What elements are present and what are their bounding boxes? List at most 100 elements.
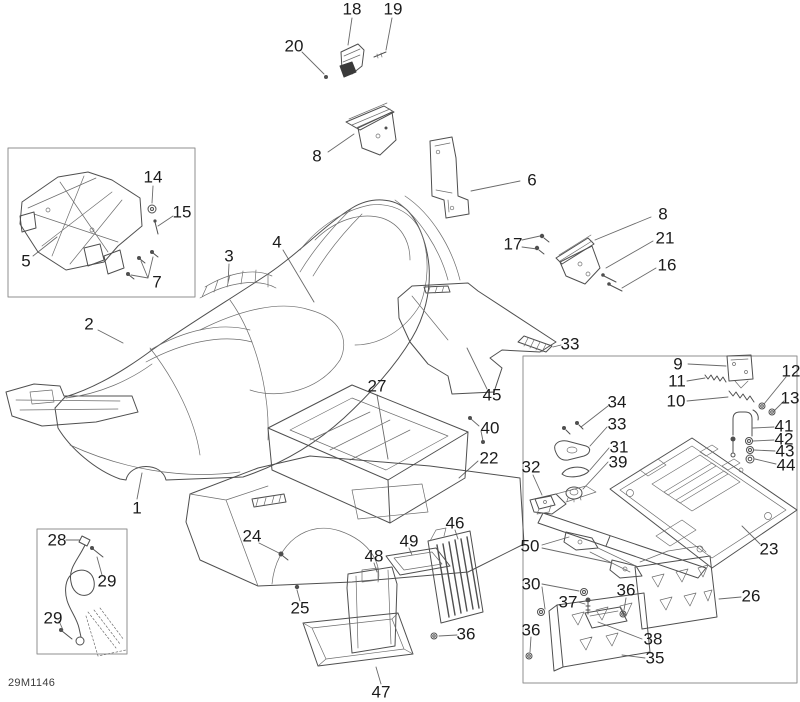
small-parts (534, 421, 591, 515)
part-33-grip-strip (517, 335, 553, 353)
detail-box-cable (36, 528, 128, 655)
part-6-plate (429, 136, 470, 219)
part-5-seat-frame (19, 171, 159, 280)
part-43-nut (746, 446, 754, 454)
part-41-rod (732, 411, 753, 437)
part-44-washer (745, 454, 755, 464)
callout-31: 31 (609, 437, 629, 457)
bottom-fasteners (278, 551, 438, 640)
callout-15: 15 (172, 202, 192, 222)
callout-43: 43 (775, 441, 795, 461)
part-21-bracket (559, 245, 601, 285)
part-47-tray (302, 612, 414, 667)
callout-36: 36 (521, 620, 541, 640)
part-15-pin (154, 221, 159, 235)
callout-37: 37 (558, 592, 578, 612)
part-14-washer (147, 204, 157, 214)
callout-6: 6 (527, 170, 537, 190)
part-22-base-shell (185, 455, 525, 587)
latch-hardware (704, 354, 776, 464)
callout-42: 42 (774, 429, 794, 449)
callout-19: 19 (383, 0, 403, 19)
callout-38: 38 (643, 629, 663, 649)
callout-13: 13 (780, 388, 800, 408)
callout-36: 36 (456, 624, 476, 644)
callout-10: 10 (666, 391, 686, 411)
callout-49: 49 (399, 531, 419, 551)
callout-9: 9 (673, 354, 683, 374)
callout-25: 25 (290, 598, 310, 618)
callout-24: 24 (242, 526, 262, 546)
callout-33: 33 (607, 414, 627, 434)
part-34-screws (562, 421, 584, 435)
callout-3: 3 (224, 246, 234, 266)
part-29-screw-lower (61, 630, 73, 640)
callout-14: 14 (143, 167, 163, 187)
part-17-screw-2 (534, 245, 540, 251)
callout-47: 47 (371, 682, 391, 702)
callout-2: 2 (84, 314, 94, 334)
part-25-screw (294, 584, 300, 590)
callout-5: 5 (21, 251, 31, 271)
part-18-bracket (324, 43, 387, 79)
part-17-screw-1 (539, 233, 545, 239)
part-14-washer-hole (150, 207, 154, 211)
callout-28: 28 (47, 530, 67, 550)
part-30-nut-b (537, 608, 545, 616)
part-35-panel (548, 592, 651, 672)
callout-21: 21 (655, 228, 675, 248)
part-45-mat (397, 282, 557, 395)
part-11-spring (704, 374, 727, 383)
part-20-screw (324, 75, 328, 79)
detail-box-frame (7, 147, 196, 298)
part-36-nut-c (430, 632, 438, 640)
callout-8: 8 (312, 146, 322, 166)
seat-assembly (5, 195, 461, 481)
part-27-tray (267, 384, 485, 524)
part-30-nut-a (580, 588, 588, 596)
callout-22: 22 (479, 448, 499, 468)
callout-7: 7 (152, 272, 162, 292)
callout-4: 4 (272, 232, 282, 252)
callout-46: 46 (445, 513, 465, 533)
part-50-latches (563, 531, 643, 579)
callout-12: 12 (781, 361, 800, 381)
callout-34: 34 (607, 392, 627, 412)
part-48-support (346, 566, 398, 654)
part-19-screw (373, 51, 387, 58)
part-13-washer (768, 408, 776, 416)
callout-1: 1 (132, 498, 142, 518)
part-24-screw (278, 551, 284, 557)
callout-27: 27 (367, 376, 387, 396)
callout-39: 39 (608, 452, 628, 472)
callout-44: 44 (776, 455, 796, 475)
callout-26: 26 (741, 586, 761, 606)
part-8-bracket-top (345, 102, 397, 156)
part-8-bracket-right (534, 233, 623, 292)
part-9-bracket (726, 354, 754, 382)
leader-lines (32, 17, 787, 685)
callout-41: 41 (774, 416, 794, 436)
part-26-panel (634, 545, 718, 630)
part-46-grille (427, 527, 484, 624)
callout-50: 50 (520, 536, 540, 556)
part-32-bracket (534, 495, 556, 510)
callout-40: 40 (480, 418, 500, 438)
part-23-rack (529, 437, 798, 579)
part-49-pad (385, 547, 451, 576)
callout-33: 33 (560, 334, 580, 354)
part-36-nut-b (525, 652, 533, 660)
part-10-spring (728, 390, 759, 421)
part-38-plate (584, 606, 628, 629)
callout-32: 32 (521, 457, 541, 477)
callout-35: 35 (645, 648, 665, 668)
part-31-strap (561, 466, 590, 478)
part-40-screw-1 (468, 416, 472, 420)
part-42-washer (745, 437, 753, 445)
lower-hardware (525, 588, 628, 660)
callout-17: 17 (503, 234, 523, 254)
callout-45: 45 (482, 385, 502, 405)
part-7-screws (126, 250, 159, 280)
